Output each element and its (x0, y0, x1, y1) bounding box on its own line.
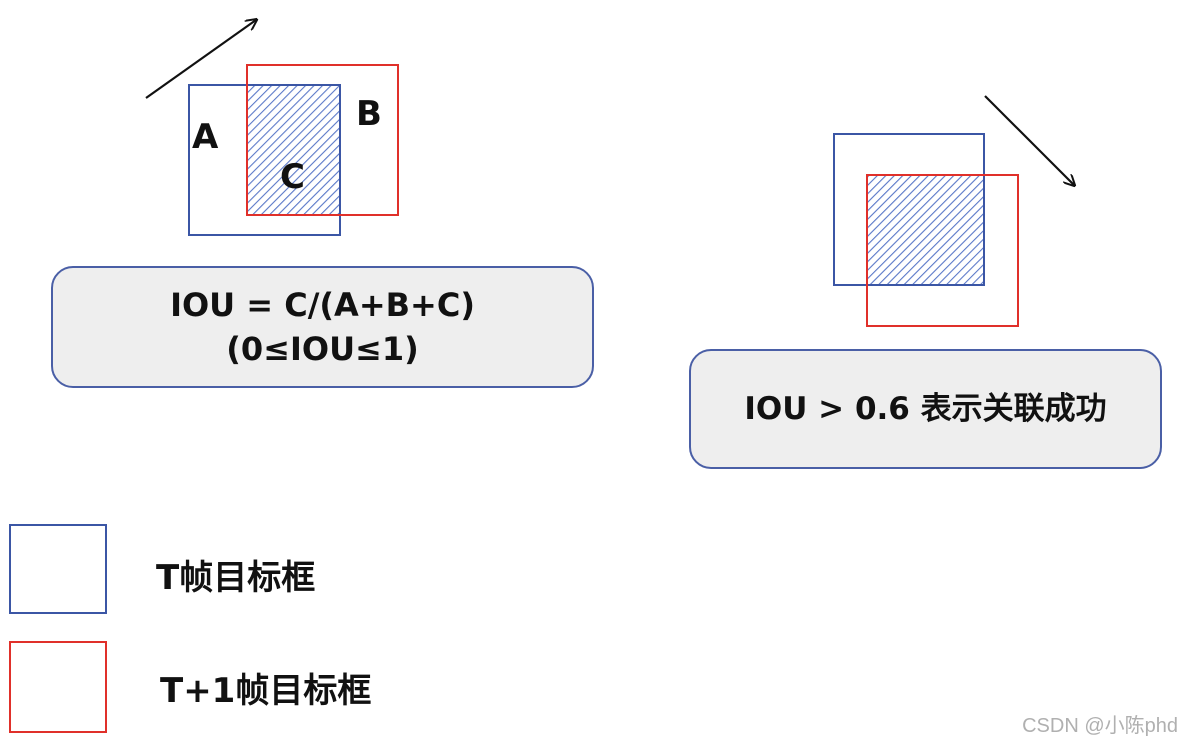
iou-formula: IOU = C/(A+B+C) (170, 286, 475, 324)
legend-label-t1-frame: T+1帧目标框 (160, 671, 372, 711)
iou-threshold-statement: IOU > 0.6 表示关联成功 (744, 391, 1107, 427)
iou-range: (0≤IOU≤1) (226, 330, 419, 368)
iou-formula-box: IOU = C/(A+B+C) (0≤IOU≤1) (51, 266, 594, 388)
legend-label-t-frame: T帧目标框 (156, 558, 316, 598)
box-b-t1-frame (246, 64, 399, 216)
box-t-frame-right (833, 133, 985, 286)
iou-threshold-box: IOU > 0.6 表示关联成功 (689, 349, 1162, 469)
motion-arrow-right (984, 95, 1074, 185)
box-b-label: B (356, 94, 382, 134)
overlap-region-c (248, 85, 340, 215)
legend-swatch-t-frame (9, 524, 107, 614)
watermark: CSDN @小陈phd (1022, 715, 1178, 737)
motion-arrow-left (145, 20, 256, 99)
overlap-region-right (868, 175, 984, 285)
box-a-t-frame (188, 84, 341, 236)
overlap-c-label: C (280, 157, 305, 197)
box-a-label: A (192, 117, 219, 157)
box-t1-frame-right (866, 174, 1019, 327)
legend-swatch-t1-frame (9, 641, 107, 733)
